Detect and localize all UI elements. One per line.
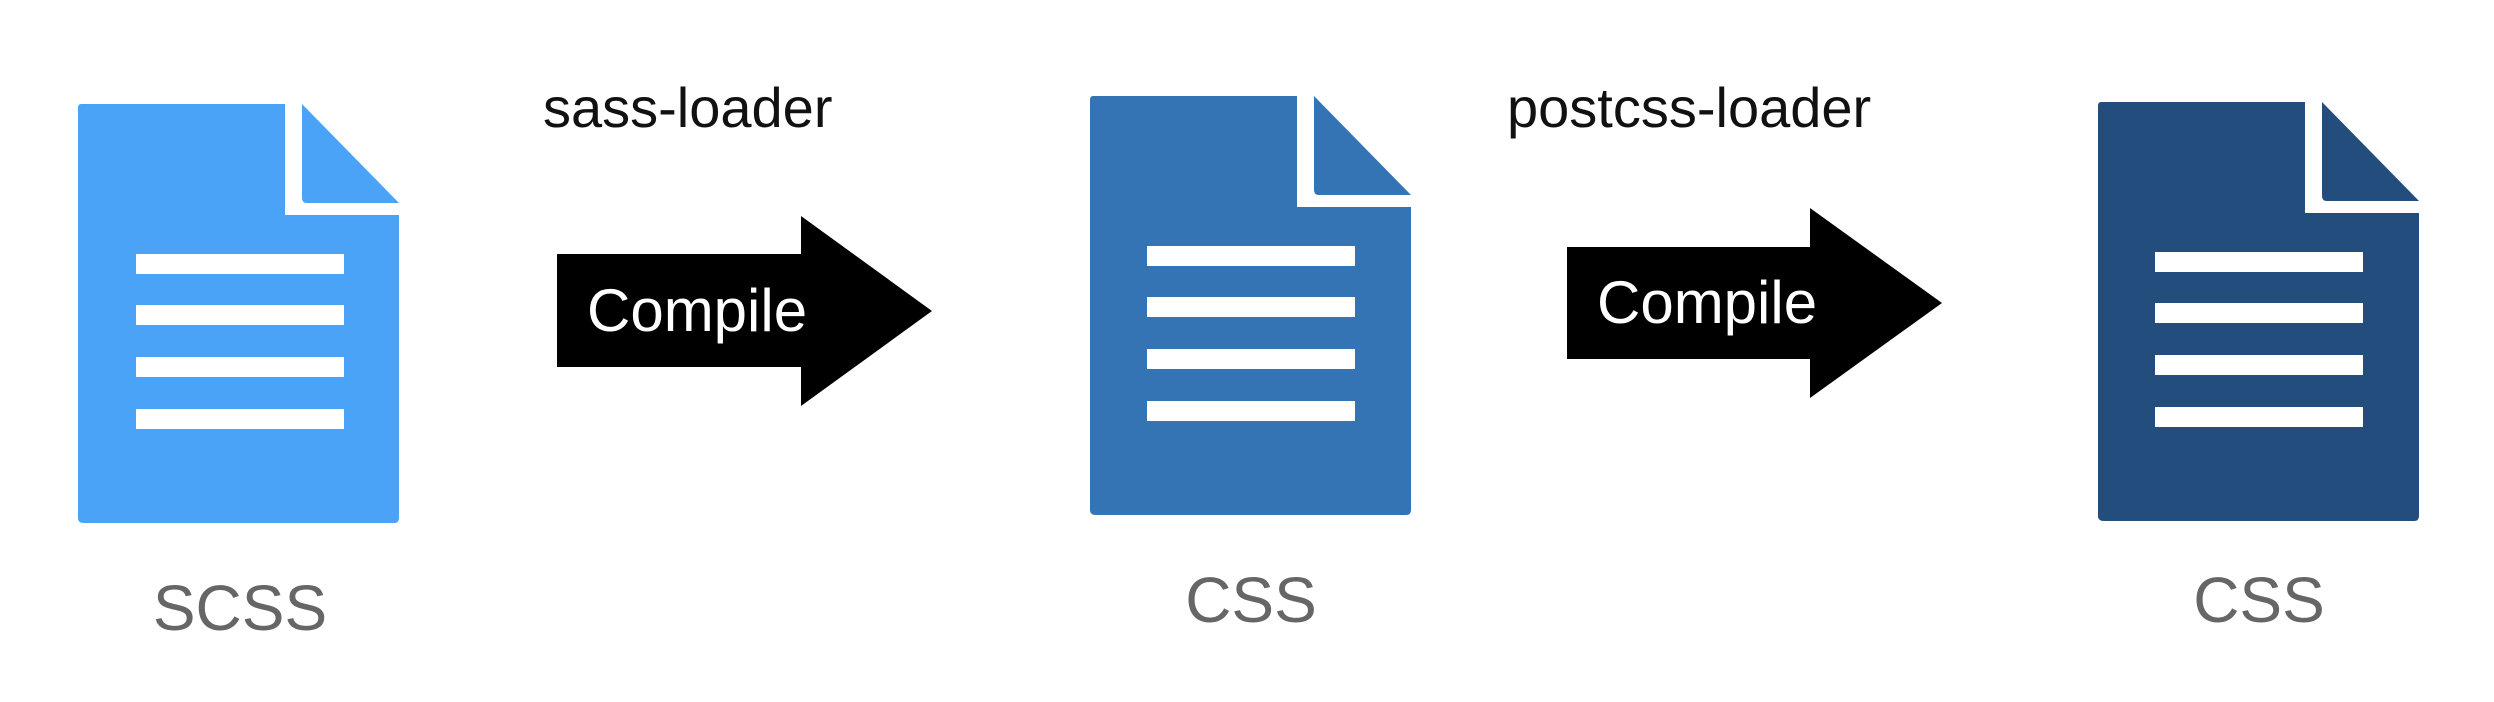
postcss-loader-step: postcss-loader Compile [1507, 76, 1942, 398]
compile-label-1: Compile [587, 277, 807, 344]
file-label-css-2: CSS [2193, 564, 2325, 636]
document-icon [1090, 96, 1411, 515]
document-icon [2098, 102, 2419, 521]
sass-loader-step: sass-loader Compile [543, 76, 932, 406]
loader-label-sass: sass-loader [543, 76, 832, 139]
file-label-css-1: CSS [1185, 564, 1317, 636]
scss-file: SCSS [78, 104, 399, 644]
loader-label-postcss: postcss-loader [1507, 76, 1871, 139]
compile-label-2: Compile [1597, 269, 1817, 336]
arrow-right-icon [557, 216, 932, 406]
css-file-2: CSS [2098, 102, 2419, 636]
file-label-scss: SCSS [153, 572, 327, 644]
document-icon [78, 104, 399, 523]
arrow-right-icon [1567, 208, 1942, 398]
css-file-1: CSS [1090, 96, 1411, 636]
